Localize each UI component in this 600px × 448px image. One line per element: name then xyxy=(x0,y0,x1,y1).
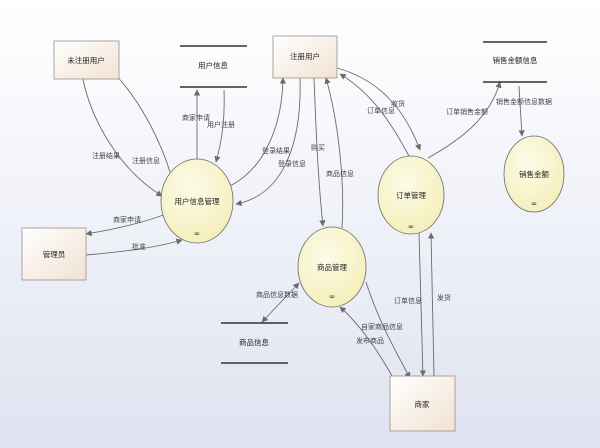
label-own-goods-info: 自家商品信息 xyxy=(361,322,403,331)
label-order-sales-amount: 订单销售金额 xyxy=(446,107,488,116)
store-user-info-label: 用户信息 xyxy=(198,60,228,70)
store-sales-amount-info-label: 销售金额信息 xyxy=(493,55,538,65)
flow-order-info-2 xyxy=(418,232,426,377)
process-sales-amount: 销售金额 ∞ xyxy=(503,135,565,213)
label-goods-info: 商品信息 xyxy=(326,169,354,178)
store-user-info: 用户信息 xyxy=(180,45,247,88)
label-publish-goods: 发布商品 xyxy=(356,336,384,345)
label-order-info-1: 订单信息 xyxy=(367,106,395,115)
flow-register-info xyxy=(112,71,171,173)
entity-registered-user: 注册用户 xyxy=(272,35,338,79)
flow-login-info xyxy=(235,77,301,207)
label-login-info: 登录信息 xyxy=(278,159,306,168)
process-goods-mgmt-label: 商品管理 xyxy=(317,262,347,272)
store-goods-info: 商品信息 xyxy=(221,322,288,364)
label-register-result: 注册结果 xyxy=(92,151,120,160)
process-user-info-mgmt-label: 用户信息管理 xyxy=(175,196,220,206)
infinity-icon: ∞ xyxy=(194,229,200,238)
flow-publish-goods xyxy=(339,306,393,377)
process-goods-mgmt: 商品管理 ∞ xyxy=(297,226,367,308)
flow-user-register xyxy=(214,89,225,163)
flow-labels: 注册结果 注册信息 商家申请 用户注册 登录结果 登录信息 商家申请 批准 购买… xyxy=(92,97,552,345)
entity-merchant: 商家 xyxy=(389,375,456,432)
entity-admin-label: 管理员 xyxy=(43,249,66,259)
flow-login-result xyxy=(229,77,287,187)
label-merchant-apply-1: 商家申请 xyxy=(182,113,210,122)
label-login-result: 登录结果 xyxy=(262,146,290,155)
flow-purchase xyxy=(313,77,326,227)
entity-admin: 管理员 xyxy=(21,227,87,281)
label-approve: 批准 xyxy=(132,242,146,251)
process-order-mgmt: 订单管理 ∞ xyxy=(377,155,445,235)
flow-goods-info xyxy=(324,77,344,229)
flow-sales-amount-info-data xyxy=(518,85,525,137)
entity-unregistered-user-label: 未注册用户 xyxy=(67,55,105,65)
infinity-icon: ∞ xyxy=(408,222,414,231)
entity-unregistered-user: 未注册用户 xyxy=(53,40,120,80)
flow-approve xyxy=(85,238,183,256)
label-sales-amount-info-data: 销售金额信息数据 xyxy=(496,97,552,106)
store-goods-info-label: 商品信息 xyxy=(239,337,269,347)
flow-own-goods-info xyxy=(365,281,411,379)
label-ship: 发货 xyxy=(437,293,451,302)
label-receive: 收货 xyxy=(391,99,405,108)
flow-merchant-apply-2 xyxy=(85,213,167,237)
label-user-register: 用户注册 xyxy=(207,120,235,129)
entity-merchant-label: 商家 xyxy=(415,399,430,409)
entity-registered-user-label: 注册用户 xyxy=(290,51,320,61)
flow-order-info-1 xyxy=(339,73,411,159)
flows xyxy=(81,67,525,379)
flow-register-result xyxy=(81,73,163,197)
infinity-icon: ∞ xyxy=(531,199,537,208)
process-user-info-mgmt: 用户信息管理 ∞ xyxy=(160,158,234,244)
flow-order-sales-amount xyxy=(427,81,502,159)
label-register-info: 注册信息 xyxy=(132,156,160,165)
label-purchase: 购买 xyxy=(311,143,325,152)
process-order-mgmt-label: 订单管理 xyxy=(396,190,426,200)
label-merchant-apply-2: 商家申请 xyxy=(113,215,141,224)
infinity-icon: ∞ xyxy=(329,292,335,301)
label-goods-info-data: 商品信息数据 xyxy=(256,290,298,299)
label-order-info-2: 订单信息 xyxy=(394,296,422,305)
process-sales-amount-label: 销售金额 xyxy=(519,169,549,179)
flow-receive xyxy=(336,67,421,151)
store-sales-amount-info: 销售金额信息 xyxy=(483,41,547,83)
flow-goods-info-data xyxy=(261,282,300,323)
flow-ship xyxy=(427,232,435,377)
